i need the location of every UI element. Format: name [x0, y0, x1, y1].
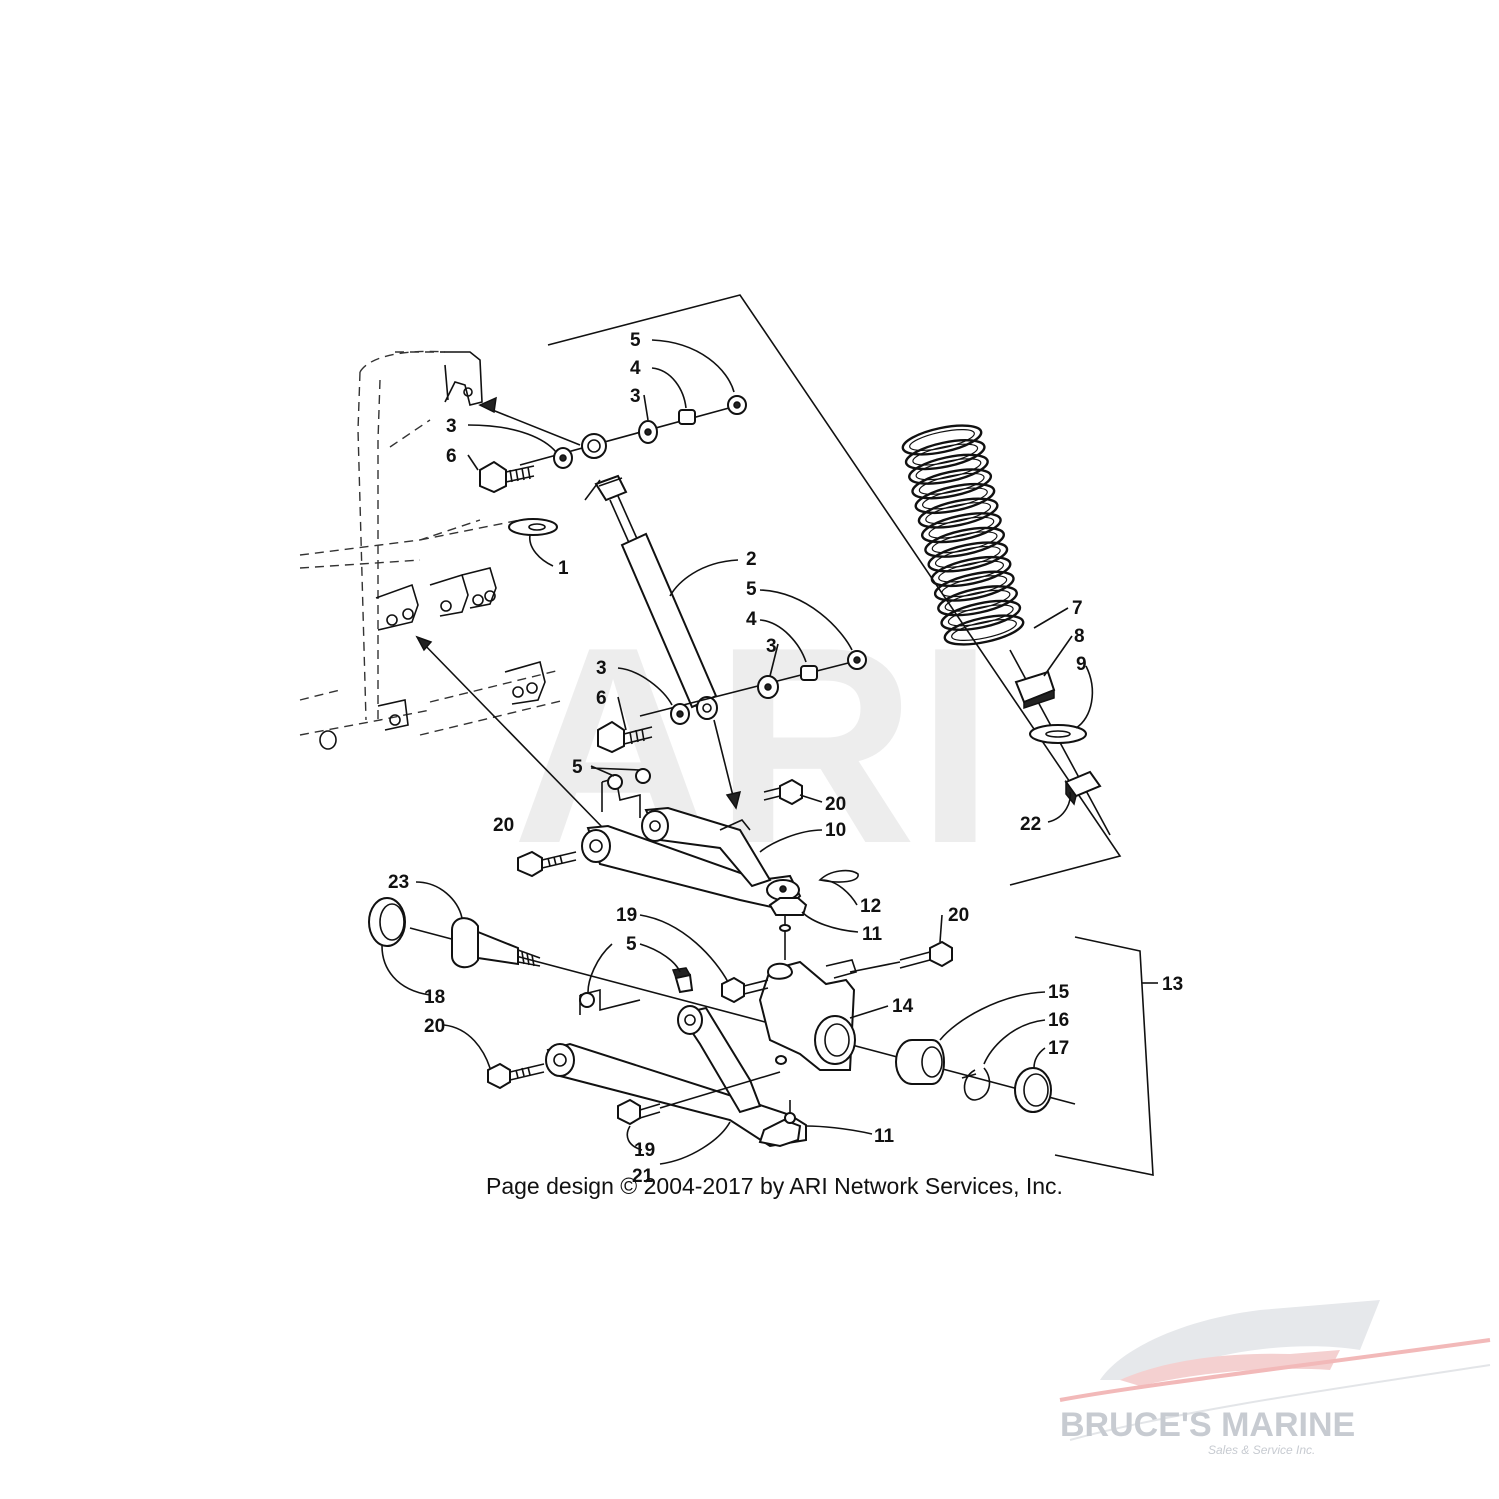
callout-20: 20: [493, 815, 514, 836]
spring-coil: [915, 458, 982, 481]
callout-23: 23: [388, 872, 409, 893]
spring-coil: [925, 502, 992, 525]
spring-coil: [914, 482, 996, 515]
callout-2: 2: [746, 549, 757, 570]
shock-bottom-hardware: [597, 650, 867, 754]
shock-group-box: [547, 294, 1122, 886]
brand-name: BRUCE'S MARINE: [1060, 1406, 1355, 1444]
spring-coil: [933, 570, 1015, 602]
shock-absorber: [594, 474, 742, 810]
shock-top-hardware: [478, 395, 747, 536]
spring-coil: [922, 487, 988, 510]
spring-coil: [938, 560, 1004, 583]
callout-12: 12: [860, 896, 881, 917]
callout-6: 6: [446, 446, 457, 467]
spring-coil: [912, 443, 979, 466]
callout-labels: 5 4 3 3 6 1 2 5 4 3 3 6 5 20 20 10 12 11…: [388, 330, 1183, 1187]
callout-19: 19: [634, 1140, 655, 1161]
callout-3: 3: [630, 386, 641, 407]
callout-4: 4: [630, 358, 641, 379]
spring-coil: [934, 545, 1001, 568]
callout-5: 5: [630, 330, 641, 351]
spring-coil: [920, 512, 1002, 544]
callout-18: 18: [424, 987, 445, 1008]
callout-17: 17: [1048, 1038, 1069, 1059]
spring-coil: [951, 618, 1017, 642]
callout-21: 21: [632, 1166, 654, 1187]
callout-1: 1: [558, 558, 569, 579]
spring-coil: [918, 472, 985, 495]
callout-3: 3: [446, 416, 457, 437]
hub-group-bracket: [1054, 936, 1154, 1176]
callout-5: 5: [746, 579, 757, 600]
callout-19: 19: [616, 905, 637, 926]
spring-coil: [904, 439, 986, 471]
spring-coil: [909, 428, 975, 452]
callout-22: 22: [1020, 814, 1041, 835]
callout-20: 20: [825, 794, 846, 815]
callout-7: 7: [1072, 598, 1083, 619]
callout-3: 3: [596, 658, 607, 679]
callout-13: 13: [1162, 974, 1183, 995]
callout-9: 9: [1076, 654, 1087, 675]
callout-11: 11: [874, 1126, 895, 1147]
spring-coil: [911, 468, 993, 500]
spring-coil: [927, 541, 1009, 573]
spring-coil: [930, 555, 1012, 588]
assembly-arrow-upper-arm: [416, 636, 605, 830]
callout-10: 10: [825, 820, 846, 841]
upper-a-arm: [517, 768, 859, 932]
copyright-notice: Page design © 2004-2017 by ARI Network S…: [486, 1173, 1063, 1199]
callout-16: 16: [1048, 1010, 1069, 1031]
spring-coil: [940, 599, 1022, 631]
spring-coil: [937, 585, 1018, 617]
spring-coil: [908, 453, 989, 485]
callout-3: 3: [766, 636, 777, 657]
callout-14: 14: [892, 996, 914, 1017]
spring-coil: [931, 531, 998, 554]
callout-5: 5: [626, 934, 637, 955]
spring-coil: [917, 497, 999, 529]
coil-spring: [901, 424, 1025, 646]
brand-tagline: Sales & Service Inc.: [1208, 1443, 1315, 1457]
spring-coil: [901, 424, 983, 456]
spring-coil: [947, 604, 1014, 627]
leader-lines: [381, 339, 1158, 1165]
spring-coil: [928, 516, 995, 539]
spring-coil: [944, 589, 1011, 612]
brand-logo: BRUCE'S MARINE Sales & Service Inc.: [1059, 1300, 1491, 1457]
callout-4: 4: [746, 609, 757, 630]
callout-8: 8: [1074, 626, 1085, 647]
callout-5: 5: [572, 757, 583, 778]
callout-15: 15: [1048, 982, 1070, 1003]
spring-coil: [941, 575, 1008, 598]
frame-drawing: [299, 350, 566, 750]
knuckle-assembly: [368, 897, 1076, 1148]
callout-11: 11: [862, 924, 883, 945]
callout-6: 6: [596, 688, 607, 709]
callout-20: 20: [424, 1016, 445, 1037]
callout-20: 20: [948, 905, 969, 926]
spring-hardware: [1009, 649, 1111, 836]
spring-coil: [943, 614, 1025, 646]
spring-coil: [924, 526, 1006, 558]
